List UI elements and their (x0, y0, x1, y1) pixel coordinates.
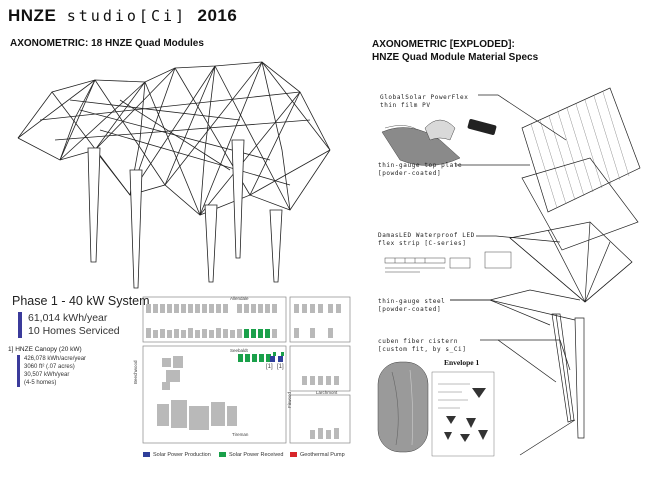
canopy-details: 426,078 kWh/acre/year 3060 ft² (.07 acre… (17, 355, 86, 387)
canopy-line: 3060 ft² (.07 acres) (24, 364, 75, 370)
legend-label: Solar Power Production (153, 452, 211, 458)
street-label-top: Allendale (230, 296, 249, 301)
legend-item-solar-received: Solar Power Received (219, 452, 283, 458)
legend-label: Solar Power Received (229, 452, 284, 458)
legend-swatch (143, 452, 150, 458)
canopy-line: 426,078 kWh/acre/year (24, 356, 87, 362)
street-label-bottom: Tireman (232, 432, 249, 437)
top-plate (521, 157, 639, 251)
spec-cistern: cuben fiber cistern [custom fit, by s_Ci… (378, 338, 466, 354)
phase-energy: 61,014 kWh/year (28, 312, 108, 324)
street-label-right2: Larchmont (316, 390, 338, 395)
spec-line: DamasLED Waterproof LED (378, 232, 475, 239)
column-4 (231, 139, 245, 259)
right-heading: AXONOMETRIC [EXPLODED]: HNZE Quad Module… (372, 38, 642, 64)
map-marker: [1] (277, 364, 284, 370)
led-strip-diagram (384, 251, 512, 273)
spec-top-plate: thin-gauge top plate [powder-coated] (378, 162, 462, 178)
spec-line: [powder-coated] (378, 170, 442, 177)
street-label-mid: Seebaldt (230, 348, 248, 353)
brand-text: HNZE (8, 6, 57, 25)
canopy-line: 30,507 kWh/year (24, 372, 70, 378)
spec-steel: thin-gauge steel [powder-coated] (378, 298, 445, 314)
spec-line: flex strip [C-series] (378, 240, 467, 247)
steel-column-a (551, 313, 575, 423)
map-block-main (142, 345, 287, 444)
right-heading-line2: HNZE Quad Module Material Specs (372, 52, 539, 63)
map-block-top-right (289, 296, 351, 343)
spec-led: DamasLED Waterproof LED flex strip [C-se… (378, 232, 475, 248)
envelope-triangles (444, 388, 488, 442)
column-5 (269, 209, 283, 283)
spec-line: thin-gauge top plate (378, 162, 463, 169)
spec-pv: GlobalSolar PowerFlex thin film PV (380, 94, 468, 110)
map-block-mid-right (289, 345, 351, 392)
spec-line: thin film PV (380, 102, 431, 109)
house-blocks (146, 304, 341, 439)
envelope-pattern-sheet (431, 371, 495, 457)
pv-product-images (381, 118, 497, 166)
left-heading: AXONOMETRIC: 18 HNZE Quad Modules (10, 38, 204, 49)
solar-production-blocks (270, 356, 283, 362)
column-2 (129, 169, 143, 289)
legend-swatch (290, 452, 297, 458)
spec-line: thin-gauge steel (378, 298, 446, 305)
legend-label: Geothermal Pump (300, 452, 345, 458)
canopy-line: (4-5 homes) (24, 380, 57, 386)
right-heading-line1: AXONOMETRIC [EXPLODED]: (372, 39, 515, 50)
spec-line: GlobalSolar PowerFlex (380, 94, 469, 101)
column-3 (204, 204, 218, 283)
canopy-title: 1] HNZE Canopy (20 kW) (8, 346, 82, 353)
phase-title: Phase 1 - 40 kW System (12, 294, 150, 308)
legend-item-solar-production: Solar Power Production (143, 452, 211, 458)
map-block-bottom-right (289, 394, 351, 444)
year-text: 2016 (197, 6, 238, 25)
legend-item-geothermal: Geothermal Pump (290, 452, 345, 458)
site-map (142, 296, 351, 444)
legend-swatch (219, 452, 226, 458)
spec-line: cuben fiber cistern (378, 338, 459, 345)
page-title: HNZE studio[Ci] 2016 (8, 6, 237, 26)
steel-column-b (574, 317, 585, 439)
pv-panel (521, 87, 641, 213)
phase-details: 61,014 kWh/year 10 Homes Serviced (18, 312, 120, 338)
studio-text: studio[Ci] (66, 7, 188, 25)
map-marker: [1] (266, 364, 273, 370)
cistern-photo (377, 361, 429, 453)
spec-line: [powder-coated] (378, 306, 442, 313)
envelope-title: Envelope 1 (444, 358, 480, 367)
solar-received-blocks (238, 329, 271, 362)
phase-homes: 10 Homes Serviced (28, 325, 120, 337)
column-1 (87, 147, 101, 263)
spec-line: [custom fit, by s_Ci] (378, 346, 467, 353)
map-block-top-left (142, 296, 287, 343)
